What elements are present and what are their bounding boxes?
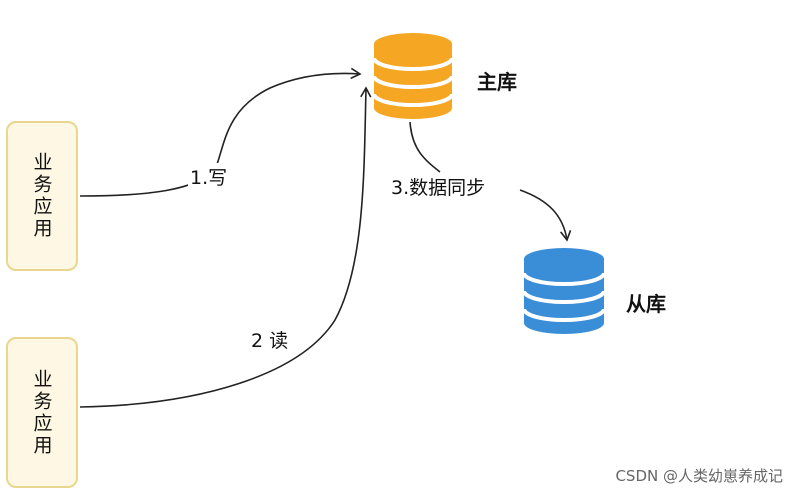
master-database-icon — [372, 33, 454, 119]
edge-sync-label: 3.数据同步 — [389, 173, 488, 200]
master-db-label: 主库 — [477, 70, 517, 94]
edge-read-label: 2 读 — [249, 326, 291, 353]
slave-database-icon — [522, 248, 606, 334]
edge-write-arrow — [79, 67, 362, 197]
app-box-2: 业务应用 — [6, 337, 78, 488]
app-box-2-label: 业务应用 — [30, 368, 53, 457]
app-box-1-label: 业务应用 — [30, 152, 53, 240]
slave-db-label: 从库 — [626, 292, 666, 316]
edge-read-arrow — [79, 86, 372, 408]
edge-write-label: 1.写 — [188, 163, 230, 190]
app-box-1: 业务应用 — [6, 121, 78, 271]
edge-sync-arrow — [409, 121, 567, 240]
watermark: CSDN @人类幼崽养成记 — [615, 467, 783, 485]
